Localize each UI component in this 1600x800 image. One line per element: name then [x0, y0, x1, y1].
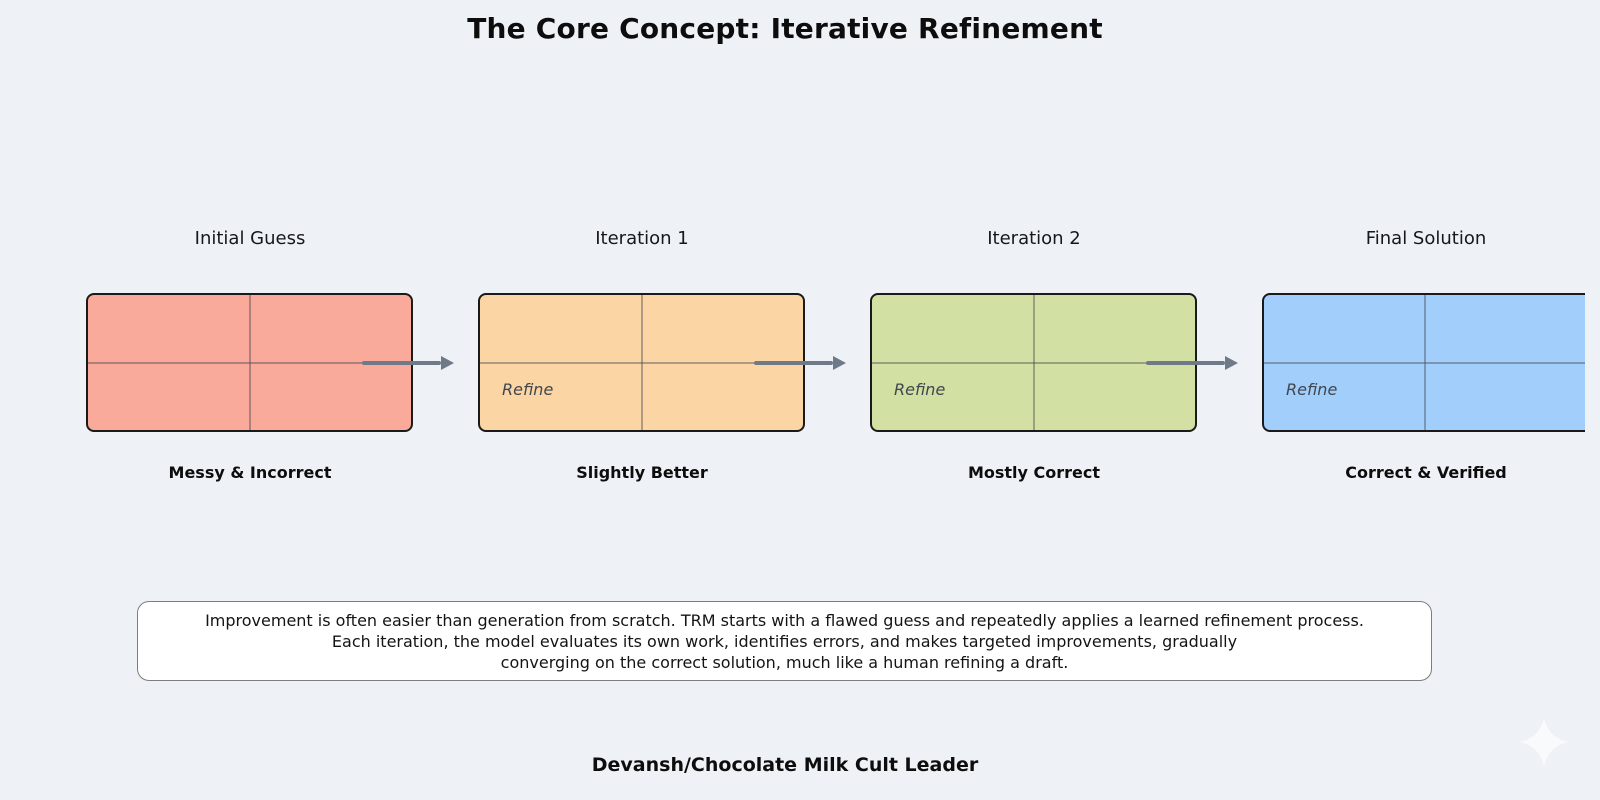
stage1-box [86, 293, 413, 432]
page-title: The Core Concept: Iterative Refinement [467, 12, 1103, 45]
description-line-3: converging on the correct solution, much… [500, 652, 1069, 672]
description-box: Improvement is often easier than generat… [137, 601, 1432, 681]
stage2-box: Refine [478, 293, 805, 432]
arrow-shaft [754, 361, 833, 365]
stage2-caption: Slightly Better [576, 463, 708, 482]
stage2-vertical-line [640, 295, 643, 430]
stage4-caption: Correct & Verified [1345, 463, 1507, 482]
flow-arrow-3 [1146, 356, 1238, 370]
stage3-title: Iteration 2 [987, 228, 1081, 249]
stage4-box: Refine [1262, 293, 1585, 432]
arrow-head-icon [441, 356, 454, 370]
stage3-refine-label: Refine [894, 380, 946, 399]
stage2-title: Iteration 1 [595, 228, 689, 249]
description-line-2: Each iteration, the model evaluates its … [331, 631, 1238, 651]
arrow-shaft [1146, 361, 1225, 365]
arrow-head-icon [833, 356, 846, 370]
stage3-box: Refine [870, 293, 1197, 432]
description-line-1: Improvement is often easier than generat… [205, 610, 1364, 630]
stage3-horizontal-line [872, 362, 1195, 364]
flow-arrow-1 [362, 356, 454, 370]
stage1-vertical-line [248, 295, 251, 430]
stage4-clip-region: Refine [1262, 293, 1585, 432]
stage2-horizontal-line [480, 362, 803, 364]
stage1-caption: Messy & Incorrect [168, 463, 332, 482]
stage4-vertical-line [1424, 295, 1426, 430]
stage3-caption: Mostly Correct [967, 463, 1101, 482]
footer-credit: Devansh/Chocolate Milk Cult Leader [591, 754, 979, 776]
sparkle-icon [1520, 718, 1568, 766]
stage4-horizontal-line [1264, 362, 1585, 364]
stage4-title: Final Solution [1365, 228, 1487, 249]
stage2-refine-label: Refine [502, 380, 554, 399]
stage4-refine-label: Refine [1286, 380, 1338, 399]
flow-arrow-2 [754, 356, 846, 370]
stage3-vertical-line [1032, 295, 1035, 430]
arrow-shaft [362, 361, 441, 365]
stage1-title: Initial Guess [194, 228, 306, 249]
arrow-head-icon [1225, 356, 1238, 370]
stage1-horizontal-line [88, 362, 411, 364]
